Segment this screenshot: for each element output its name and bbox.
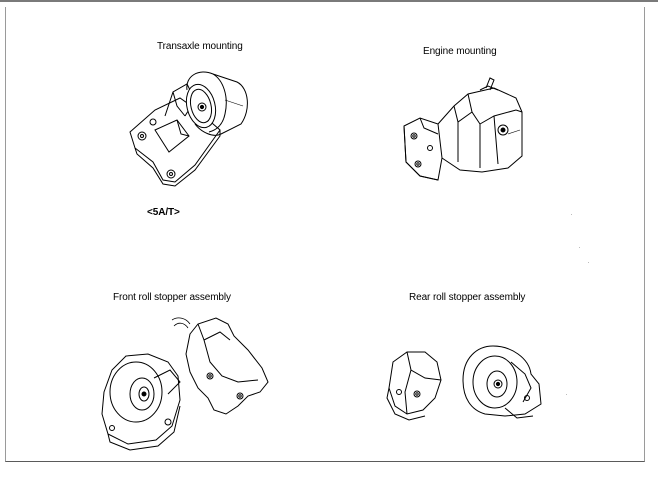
top-rule [0, 0, 658, 2]
scan-speck [566, 394, 567, 395]
rear-roll-stopper-label: Rear roll stopper assembly [409, 292, 526, 303]
scan-speck [579, 247, 580, 248]
engine-mounting-label: Engine mounting [423, 46, 497, 57]
scan-speck [571, 214, 572, 215]
rear-roll-stopper-illustration [385, 322, 555, 434]
front-roll-stopper-illustration [98, 310, 280, 452]
transaxle-mounting-illustration [125, 70, 255, 190]
transaxle-mounting-label: Transaxle mounting [157, 41, 243, 52]
scan-speck [588, 262, 589, 263]
page-frame [5, 7, 645, 462]
front-roll-stopper-label: Front roll stopper assembly [113, 292, 231, 303]
engine-mounting-illustration [398, 72, 528, 184]
variant-5at-label: <5A/T> [147, 207, 180, 218]
